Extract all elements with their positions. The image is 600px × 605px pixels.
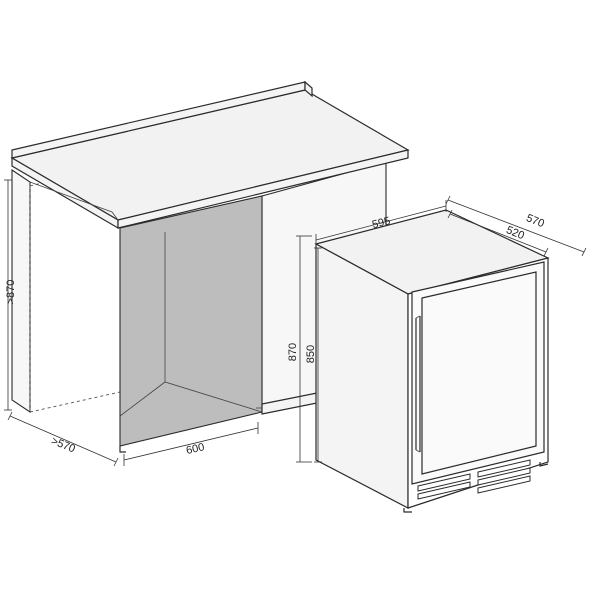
niche-opening xyxy=(119,195,263,447)
vent-slot-1 xyxy=(417,473,471,492)
appliance-depth-total-dimension-line xyxy=(447,199,585,253)
appliance-height-body-label: 850 xyxy=(305,345,317,363)
backsplash-end xyxy=(304,80,313,98)
appliance-width-dimension-line xyxy=(315,205,447,241)
handle-cap-bottom xyxy=(415,449,421,453)
appliance-depth-body-tick-right xyxy=(543,247,549,257)
appliance-depth-total-label: 570 xyxy=(524,212,546,230)
front-left-foot xyxy=(403,508,412,513)
width-dimension-line xyxy=(123,427,259,461)
cabinet-height-label: >870 xyxy=(5,280,17,305)
appliance-depth-total-tick-right xyxy=(581,247,587,257)
vent-slot-2 xyxy=(417,481,471,500)
depth-dimension-line xyxy=(9,415,117,463)
vent-slot-4 xyxy=(477,467,531,486)
appliance-depth-total-tick-left xyxy=(445,195,451,205)
appliance-depth-body-tick-left xyxy=(447,209,453,219)
worktop-underside xyxy=(29,181,119,221)
front-right-foot xyxy=(539,462,549,467)
depth-dimension-tick-right xyxy=(113,457,119,467)
appliance-depth-body-dimension-line xyxy=(449,213,547,253)
depth-dimension-tick-left xyxy=(7,411,13,421)
appliance-height-total-label: 870 xyxy=(287,343,299,361)
niche-foot xyxy=(119,446,126,453)
handle-cap-top xyxy=(415,315,421,319)
appliance-width-label: 595 xyxy=(371,215,392,231)
niche-floor-edge xyxy=(119,381,263,417)
appliance-glass-pane xyxy=(421,271,537,475)
wine-cooler-appliance: 595 570 520 870 850 xyxy=(287,195,587,513)
cabinet-width-label: 600 xyxy=(185,441,206,457)
vent-slot-3 xyxy=(477,459,531,478)
cabinet-depth-label: >570 xyxy=(49,435,76,455)
vent-slot-5 xyxy=(477,475,531,494)
worktop-right-edge xyxy=(117,149,409,229)
